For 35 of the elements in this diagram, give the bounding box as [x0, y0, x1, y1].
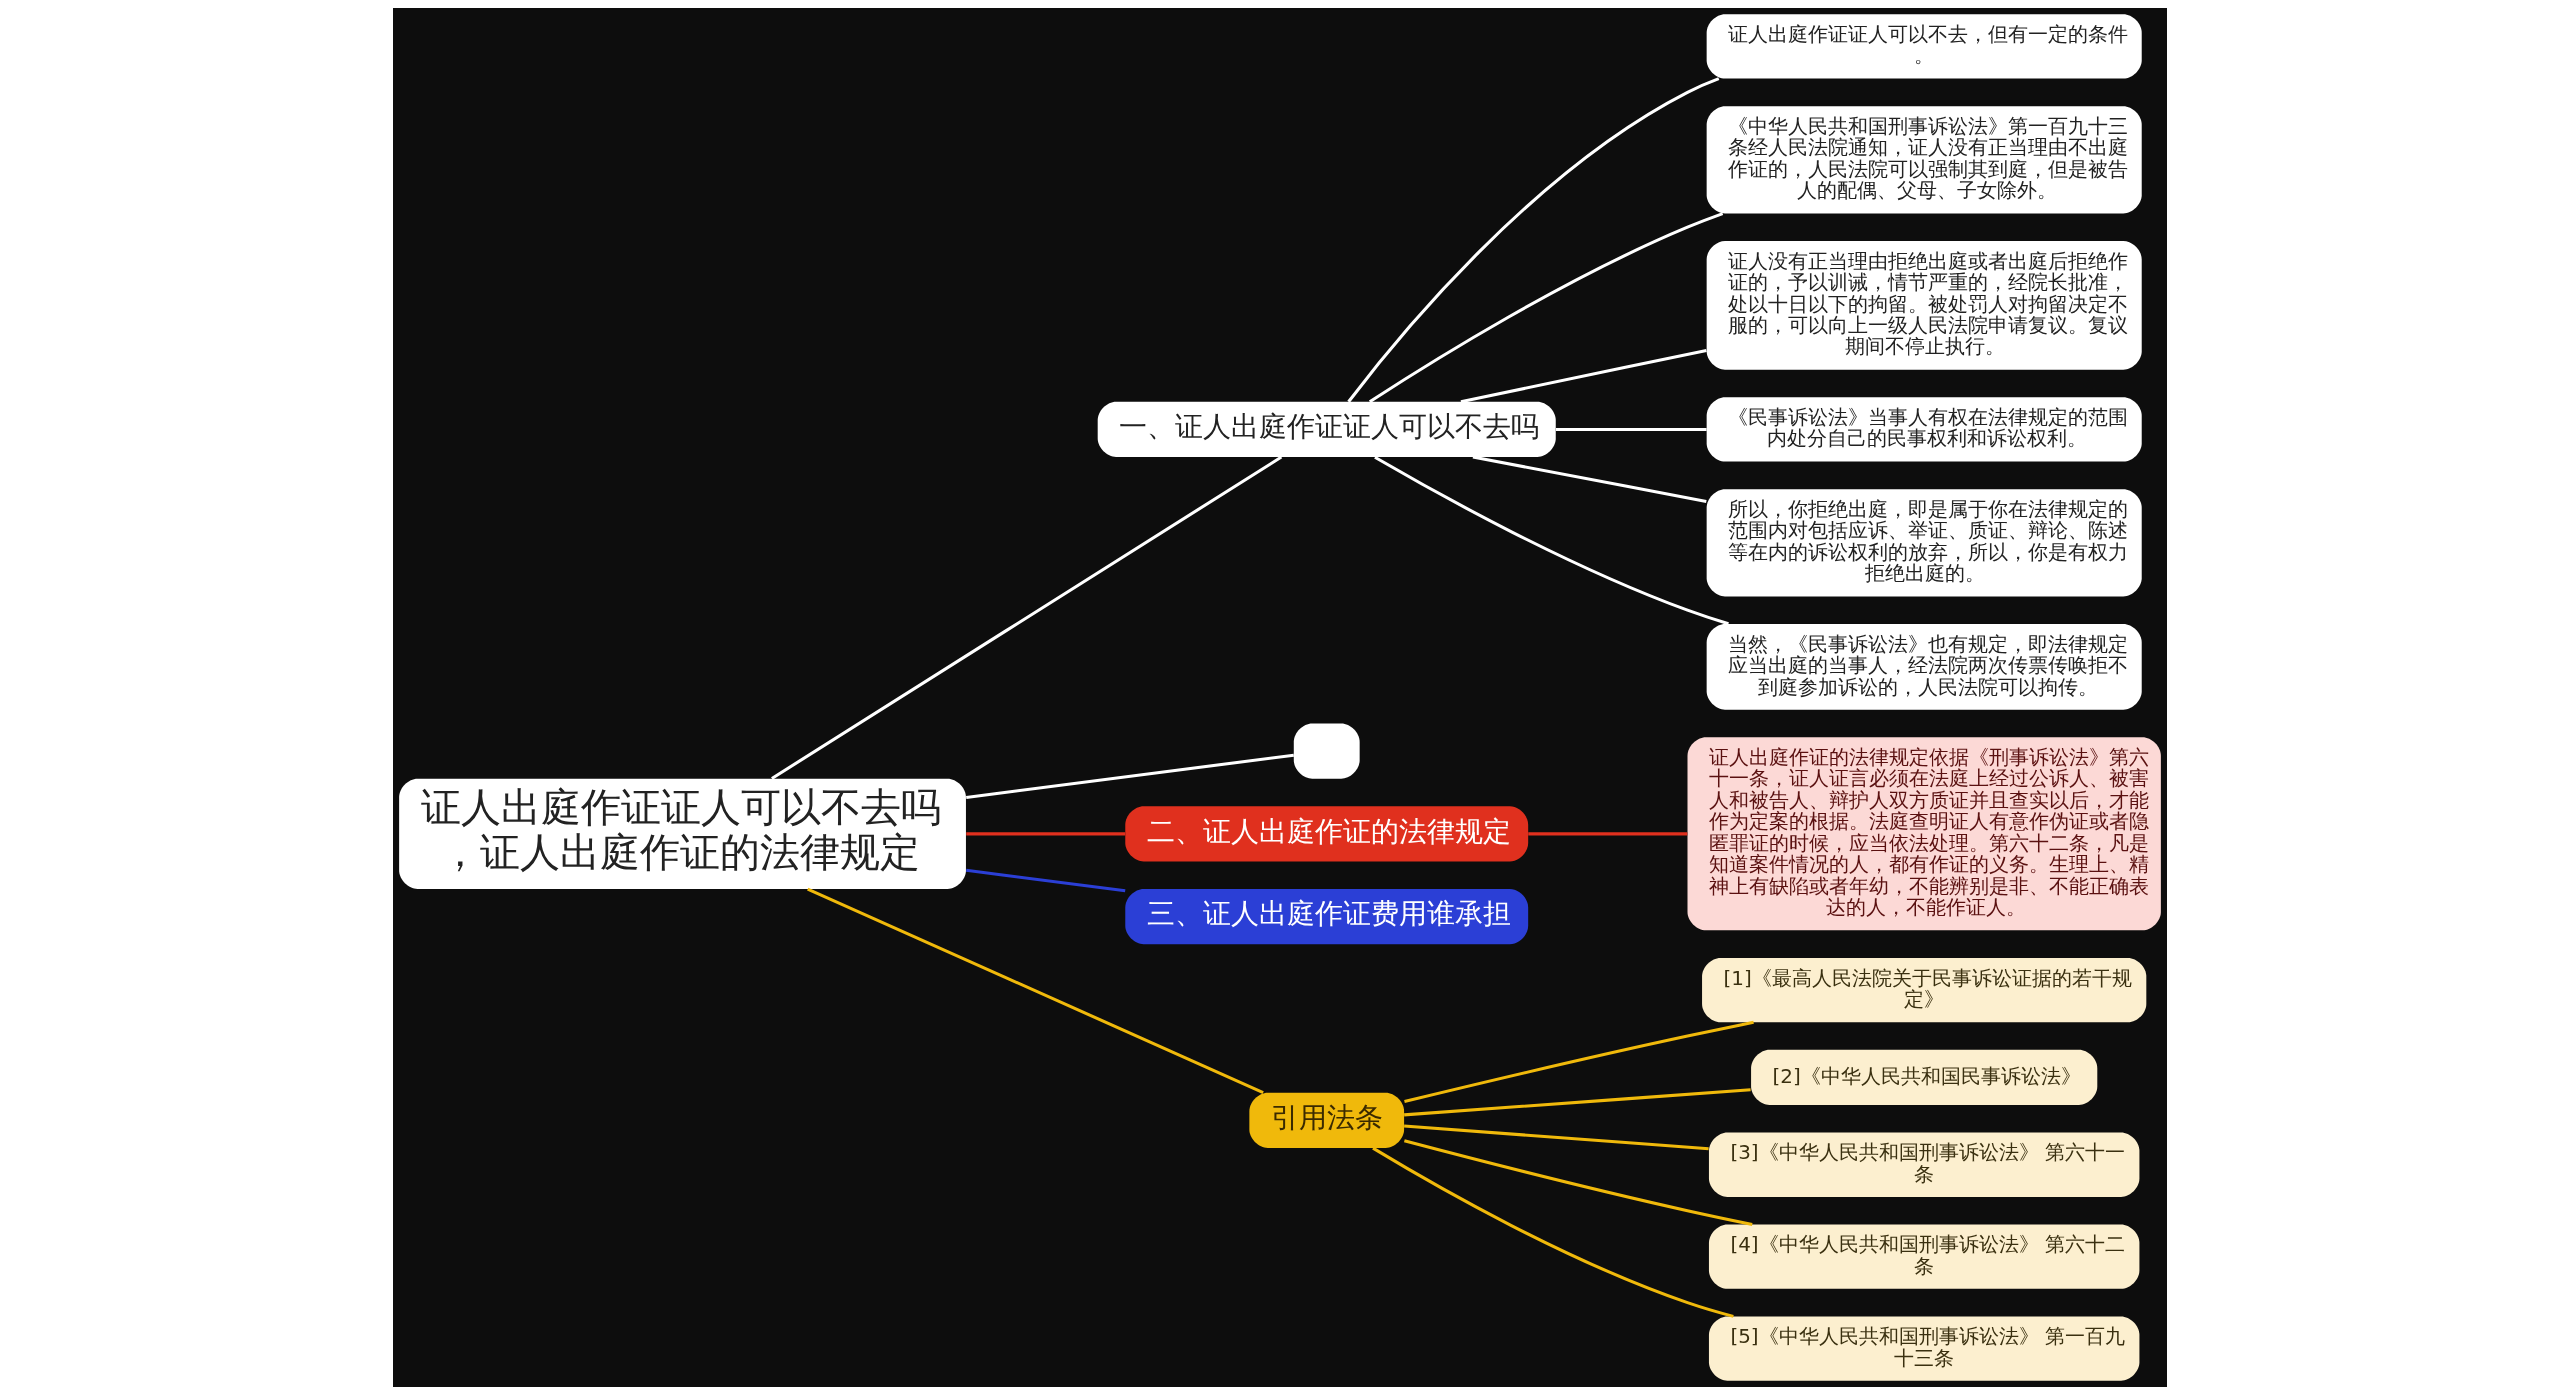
node-box: 《中华人民共和国刑事诉讼法》第一百九十三条经人民法院通知，证人没有正当理由不出庭作证的，人民法院可以强制其到庭，但是被告人的配偶、父母、子女除外。 — [1706, 106, 2142, 214]
node-box: [1]《最高人民法院关于民事诉讼证据的若干规定》 — [1702, 957, 2147, 1023]
node-box: 引用法条 — [1249, 1092, 1405, 1148]
node-box: [3]《中华人民共和国刑事诉讼法》 第六十一条 — [1708, 1132, 2140, 1197]
connector — [1555, 427, 1707, 431]
connector — [1374, 455, 1729, 626]
connector — [771, 455, 1283, 780]
node-box: 证人没有正当理由拒绝出庭或者出庭后拒绝作证的，予以训诫，情节严重的，经院长批准，处以十日以下的拘留。被处罚人对拘留决定不服的，可以向上一级人民法院申请复议。复议期间不停止执行。 — [1706, 241, 2142, 370]
node-box — [1293, 723, 1360, 779]
node-box: 当然，《民事诉讼法》也有规定，即法律规定应当出庭的当事人，经法院两次传票传唤拒不到庭参加诉讼的，人民法院可以拘传。 — [1706, 623, 2142, 710]
connector — [1404, 1088, 1751, 1117]
connector — [1404, 1020, 1754, 1104]
node-box: 所以，你拒绝出庭，即是属于你在法律规定的范围内对包括应诉、举证、质证、辩论、陈述等在内的诉讼权利的放弃，所以，你是有权力拒绝出庭的。 — [1706, 489, 2142, 597]
connector — [966, 832, 1126, 836]
node-box: 三、证人出庭作证费用谁承担 — [1125, 889, 1529, 945]
connector — [1472, 455, 1707, 504]
node-box: 一、证人出庭作证证人可以不去吗 — [1097, 401, 1556, 457]
node-box: 二、证人出庭作证的法律规定 — [1125, 806, 1529, 862]
connector — [1347, 77, 1720, 403]
node-box: [5]《中华人民共和国刑事诉讼法》 第一百九十三条 — [1708, 1316, 2140, 1381]
connector — [1368, 212, 1724, 404]
node-box: 证人出庭作证证人可以不去吗，证人出庭作证的法律规定 — [399, 778, 966, 889]
node-box: 《民事诉讼法》当事人有权在法律规定的范围内处分自己的民事权利和诉讼权利。 — [1706, 397, 2142, 462]
node-box: 证人出庭作证证人可以不去，但有一定的条件。 — [1706, 14, 2142, 79]
node-box: 证人出庭作证的法律规定依据《刑事诉讼法》第六十一条，证人证言必须在法庭上经过公诉人、被害人和被告人、辩护人双方质证并且查实以后，才能作为定案的根据。法庭查明证人有意作伪证或者隐匿罪证的时候，应当依法处理。第六十二条，凡是知道案件情况的人，都有作证的义务。生理上、精神上有缺陷或者年幼，不能辨别是非、不能正确表达的人，不能作证人。 — [1687, 737, 2161, 931]
node-box: [4]《中华人民共和国刑事诉讼法》 第六十二条 — [1708, 1224, 2140, 1289]
connector — [1403, 1139, 1753, 1226]
connector — [966, 753, 1294, 799]
connector — [1460, 348, 1707, 404]
connector — [807, 887, 1264, 1094]
connector — [966, 868, 1126, 893]
connector — [1372, 1146, 1734, 1318]
connector — [1528, 832, 1688, 836]
node-box: [2]《中华人民共和国民事诉讼法》 — [1751, 1049, 2098, 1105]
connector — [1404, 1124, 1709, 1151]
